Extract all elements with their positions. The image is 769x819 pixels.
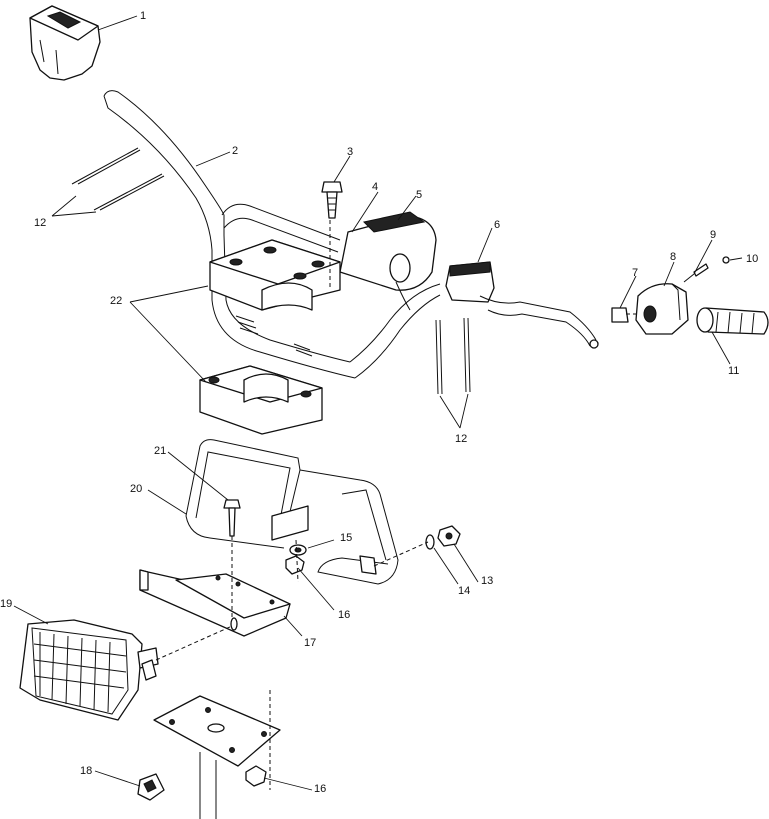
callout-18: 18 <box>80 765 92 777</box>
lower-plate <box>153 695 281 767</box>
callout-4: 4 <box>372 181 378 193</box>
callout-9: 9 <box>710 229 716 241</box>
handlebar-cover <box>29 5 101 81</box>
callout-13: 13 <box>481 575 493 587</box>
callout-19: 19 <box>0 598 12 610</box>
nut-16-bottom <box>245 765 267 787</box>
callout-17: 17 <box>304 637 316 649</box>
bolt-top <box>321 181 343 219</box>
headlight-bracket <box>185 439 399 585</box>
callout-7: 7 <box>632 267 638 279</box>
spacer <box>611 307 629 323</box>
grip-sleeve <box>339 211 437 311</box>
assembly-lines <box>155 220 640 790</box>
callout-14: 14 <box>458 585 470 597</box>
callout-1: 1 <box>140 10 146 22</box>
callout-3: 3 <box>347 146 353 158</box>
washer-14 <box>425 534 435 550</box>
handlebar <box>103 90 441 379</box>
callout-10: 10 <box>746 253 758 265</box>
screw-10 <box>722 256 730 264</box>
leader-lines <box>13 15 743 791</box>
brake-master-cylinder <box>445 261 599 349</box>
callout-21: 21 <box>154 445 166 457</box>
washer-15 <box>289 544 307 556</box>
callout-labels: 1 2 3 4 5 6 7 8 9 10 11 12 12 13 14 15 1… <box>0 10 758 795</box>
callout-12-right: 12 <box>455 433 467 445</box>
callout-12-left: 12 <box>34 217 46 229</box>
callout-6: 6 <box>494 219 500 231</box>
callout-22: 22 <box>110 295 122 307</box>
bolt-21 <box>223 499 241 537</box>
callout-5: 5 <box>416 189 422 201</box>
headlight <box>19 619 159 721</box>
throttle-housing <box>635 283 689 335</box>
hand-grip <box>696 307 769 335</box>
fork-tube <box>199 752 217 819</box>
cable-ties-right <box>435 317 471 395</box>
callout-2: 2 <box>232 145 238 157</box>
callout-11: 11 <box>728 365 739 377</box>
callout-16: 16 <box>338 609 350 621</box>
callout-20: 20 <box>130 483 142 495</box>
callout-15: 15 <box>340 532 352 544</box>
clamp-lower <box>199 365 323 435</box>
cable-ties-left <box>71 147 165 211</box>
callout-16-bottom: 16 <box>314 783 326 795</box>
nut-13 <box>437 525 461 547</box>
wire-clip <box>137 773 165 801</box>
callout-8: 8 <box>670 251 676 263</box>
clamp-upper <box>209 239 341 311</box>
screw-9 <box>683 263 709 283</box>
mounting-plate <box>139 569 291 637</box>
